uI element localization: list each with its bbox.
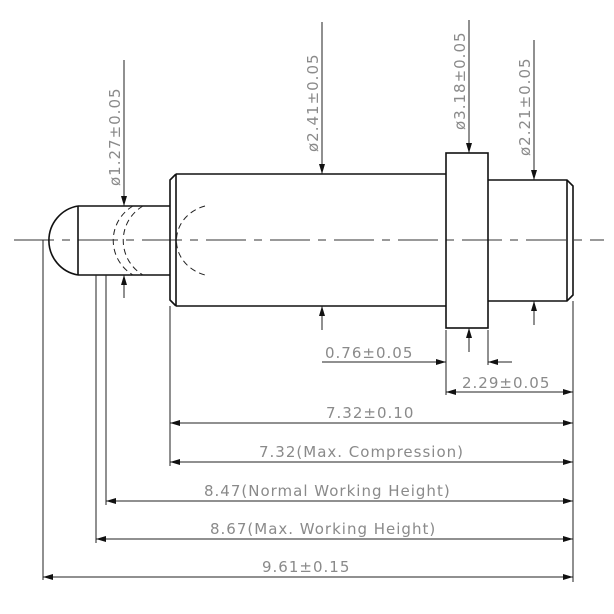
tail-diameter-label: ø2.21±0.05 (516, 57, 534, 156)
barrel-body (169, 173, 446, 307)
tail-length-label: 2.29±0.05 (462, 374, 550, 392)
max-compression-label: 7.32(Max. Compression) (259, 443, 464, 461)
total-length-label: 9.61±0.15 (262, 558, 350, 576)
max-working-height-label: 8.67(Max. Working Height) (210, 520, 436, 538)
length-dimensions (42, 240, 573, 580)
flange-tail-dimensions (322, 301, 574, 582)
flange-diameter-label: ø3.18±0.05 (451, 31, 469, 130)
body-length-label: 7.32±0.10 (326, 404, 414, 422)
flange-width-label: 0.76±0.05 (325, 344, 413, 362)
diameter-dimensions (121, 20, 537, 352)
tail (488, 179, 574, 302)
normal-working-height-label: 8.47(Normal Working Height) (204, 482, 451, 500)
body-diameter-label: ø2.41±0.05 (304, 53, 322, 152)
tip-diameter-label: ø1.27±0.05 (106, 87, 124, 186)
